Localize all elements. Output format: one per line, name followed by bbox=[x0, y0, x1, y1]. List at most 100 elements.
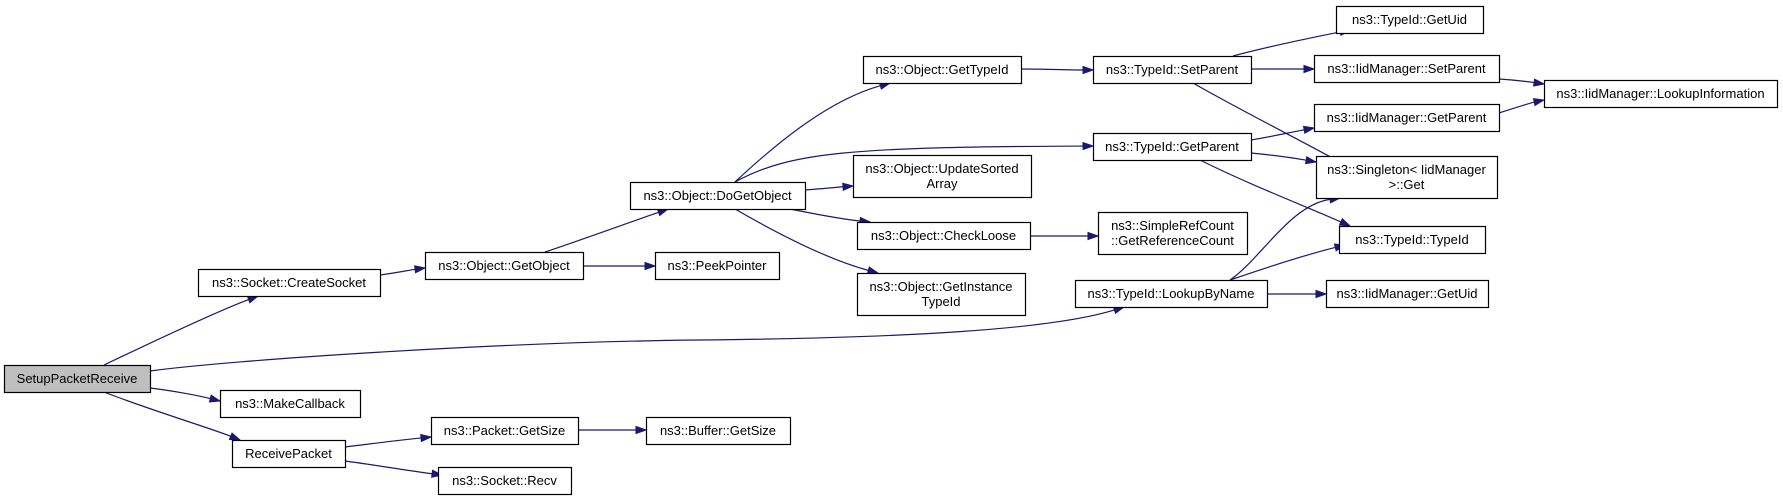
node-box bbox=[437, 466, 573, 496]
node-label: ::GetReferenceCount bbox=[1111, 233, 1234, 248]
edge-iidgetparent-to-lookupinfo bbox=[1498, 98, 1546, 114]
node-makecallback[interactable]: ns3::MakeCallback bbox=[219, 389, 362, 419]
edge-lookupbyname-to-iidgetuid bbox=[1266, 289, 1328, 299]
node-label: ns3::IidManager::GetUid bbox=[1337, 286, 1478, 301]
node-label: ns3::TypeId::TypeId bbox=[1355, 232, 1468, 247]
edge-setup-to-createsocket bbox=[103, 295, 260, 366]
node-label: ns3::TypeId::LookupByName bbox=[1088, 286, 1255, 301]
node-createsocket[interactable]: ns3::Socket::CreateSocket bbox=[197, 268, 382, 298]
node-box bbox=[1313, 103, 1501, 133]
node-box bbox=[219, 389, 362, 419]
node-box bbox=[1074, 279, 1269, 309]
node-label: ns3::Buffer::GetSize bbox=[660, 423, 776, 438]
node-label: ns3::SimpleRefCount bbox=[1111, 218, 1234, 233]
node-label: Array bbox=[926, 176, 958, 191]
edge-objgettypeid-to-setparent bbox=[1020, 65, 1095, 75]
node-box bbox=[1335, 5, 1485, 35]
edge-checkloose-to-getrefcount bbox=[1030, 231, 1100, 241]
node-setup[interactable]: SetupPacketReceive bbox=[3, 364, 152, 394]
node-packetgetsize[interactable]: ns3::Packet::GetSize bbox=[430, 416, 580, 446]
node-setparent[interactable]: ns3::TypeId::SetParent bbox=[1092, 55, 1253, 85]
node-singletonget[interactable]: ns3::Singleton< IidManager >::Get bbox=[1315, 155, 1499, 200]
node-getparent[interactable]: ns3::TypeId::GetParent bbox=[1092, 132, 1253, 162]
node-box bbox=[1097, 211, 1249, 256]
node-socketrecv[interactable]: ns3::Socket::Recv bbox=[437, 466, 573, 496]
node-box bbox=[862, 55, 1023, 85]
node-box bbox=[852, 154, 1033, 199]
node-label: ns3::Object::GetTypeId bbox=[876, 62, 1009, 77]
node-label: ns3::PeekPointer bbox=[667, 258, 767, 273]
edge-dogetobject-to-getinstancetypeid bbox=[734, 208, 880, 275]
node-label: ns3::IidManager::GetParent bbox=[1327, 110, 1487, 125]
node-box bbox=[629, 181, 807, 211]
node-box bbox=[654, 251, 781, 281]
call-edges bbox=[103, 27, 1546, 478]
node-getrefcount[interactable]: ns3::SimpleRefCount::GetReferenceCount bbox=[1097, 211, 1249, 256]
node-label: ns3::Singleton< IidManager bbox=[1327, 162, 1486, 177]
node-lookupinfo[interactable]: ns3::IidManager::LookupInformation bbox=[1543, 79, 1779, 109]
node-bufgetsize[interactable]: ns3::Buffer::GetSize bbox=[645, 416, 792, 446]
node-dogetobject[interactable]: ns3::Object::DoGetObject bbox=[629, 181, 807, 211]
node-box bbox=[1092, 132, 1253, 162]
edge-dogetobject-to-getparent bbox=[734, 141, 1095, 183]
node-iidsetparent[interactable]: ns3::IidManager::SetParent bbox=[1313, 54, 1501, 84]
node-label: ns3::IidManager::SetParent bbox=[1327, 61, 1486, 76]
node-box bbox=[1338, 225, 1487, 255]
node-box bbox=[856, 272, 1027, 317]
node-label: ns3::Object::GetInstance bbox=[869, 279, 1012, 294]
node-label: ns3::Object::UpdateSorted bbox=[865, 161, 1018, 176]
node-label: ns3::Object::DoGetObject bbox=[643, 188, 792, 203]
node-box bbox=[856, 221, 1032, 251]
edge-receivepacket-to-socketrecv bbox=[344, 460, 444, 478]
node-getobject[interactable]: ns3::Object::GetObject bbox=[424, 251, 585, 281]
node-label: ns3::Packet::GetSize bbox=[444, 423, 565, 438]
node-box bbox=[1092, 55, 1253, 85]
node-label: ns3::Socket::CreateSocket bbox=[212, 275, 366, 290]
node-box bbox=[1313, 54, 1501, 84]
edge-getobject-to-dogetobject bbox=[544, 208, 670, 253]
edge-receivepacket-to-packetgetsize bbox=[344, 433, 433, 448]
node-label: SetupPacketReceive bbox=[17, 371, 138, 386]
edge-iidsetparent-to-lookupinfo bbox=[1498, 78, 1546, 87]
node-peekpointer[interactable]: ns3::PeekPointer bbox=[654, 251, 781, 281]
node-label: ns3::IidManager::LookupInformation bbox=[1556, 86, 1764, 101]
node-box bbox=[430, 416, 580, 446]
node-receivepacket[interactable]: ReceivePacket bbox=[231, 439, 347, 469]
node-iidgetparent[interactable]: ns3::IidManager::GetParent bbox=[1313, 103, 1501, 133]
node-box bbox=[424, 251, 585, 281]
edge-getparent-to-typeidctor bbox=[1199, 159, 1352, 227]
node-box bbox=[645, 416, 792, 446]
node-box bbox=[1543, 79, 1779, 109]
edge-setup-to-makecallback bbox=[149, 387, 222, 403]
edge-setup-to-receivepacket bbox=[103, 391, 242, 441]
node-label: ReceivePacket bbox=[245, 446, 332, 461]
node-checkloose[interactable]: ns3::Object::CheckLoose bbox=[856, 221, 1032, 251]
edge-createsocket-to-getobject bbox=[379, 265, 427, 276]
node-typeidctor[interactable]: ns3::TypeId::TypeId bbox=[1338, 225, 1487, 255]
node-box bbox=[197, 268, 382, 298]
node-lookupbyname[interactable]: ns3::TypeId::LookupByName bbox=[1074, 279, 1269, 309]
edge-getobject-to-peekpointer bbox=[583, 261, 657, 271]
node-label: >::Get bbox=[1389, 177, 1425, 192]
node-label: ns3::Object::CheckLoose bbox=[871, 228, 1016, 243]
node-iidgetuid[interactable]: ns3::IidManager::GetUid bbox=[1325, 279, 1490, 309]
node-typeidgetuid[interactable]: ns3::TypeId::GetUid bbox=[1335, 5, 1485, 35]
edge-dogetobject-to-updatesorted bbox=[804, 182, 855, 191]
node-label: ns3::Object::GetObject bbox=[438, 258, 570, 273]
node-box bbox=[3, 364, 152, 394]
node-box bbox=[1325, 279, 1490, 309]
node-box bbox=[231, 439, 347, 469]
node-objgettypeid[interactable]: ns3::Object::GetTypeId bbox=[862, 55, 1023, 85]
node-label: ns3::TypeId::GetUid bbox=[1352, 12, 1467, 27]
edge-packetgetsize-to-bufgetsize bbox=[578, 425, 648, 435]
node-label: ns3::TypeId::SetParent bbox=[1106, 62, 1239, 77]
node-box bbox=[1315, 155, 1499, 200]
node-label: ns3::TypeId::GetParent bbox=[1105, 139, 1239, 154]
edge-setparent-to-typeidgetuid bbox=[1232, 27, 1352, 57]
node-label: TypeId bbox=[921, 294, 960, 309]
node-label: ns3::Socket::Recv bbox=[452, 473, 557, 488]
edge-setup-to-lookupbyname bbox=[149, 306, 1126, 372]
